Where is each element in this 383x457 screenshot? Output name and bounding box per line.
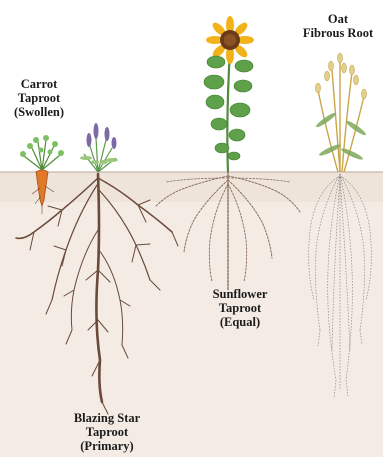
- label-line: Oat: [292, 12, 383, 26]
- label-sunflower-taproot: Sunflower Taproot (Equal): [192, 287, 288, 329]
- label-line: Taproot: [4, 91, 74, 105]
- label-line: Sunflower: [192, 287, 288, 301]
- label-oat-fibrous-root: Oat Fibrous Root: [292, 12, 383, 40]
- label-line: Blazing Star: [52, 411, 162, 425]
- label-line: (Primary): [52, 439, 162, 453]
- label-line: Carrot: [4, 77, 74, 91]
- label-line: Fibrous Root: [292, 26, 383, 40]
- label-line: Taproot: [192, 301, 288, 315]
- label-carrot-taproot: Carrot Taproot (Swollen): [4, 77, 74, 119]
- label-line: Taproot: [52, 425, 162, 439]
- label-blazing-star-taproot: Blazing Star Taproot (Primary): [52, 411, 162, 453]
- label-line: (Equal): [192, 315, 288, 329]
- soil-fade: [0, 172, 383, 202]
- label-line: (Swollen): [4, 105, 74, 119]
